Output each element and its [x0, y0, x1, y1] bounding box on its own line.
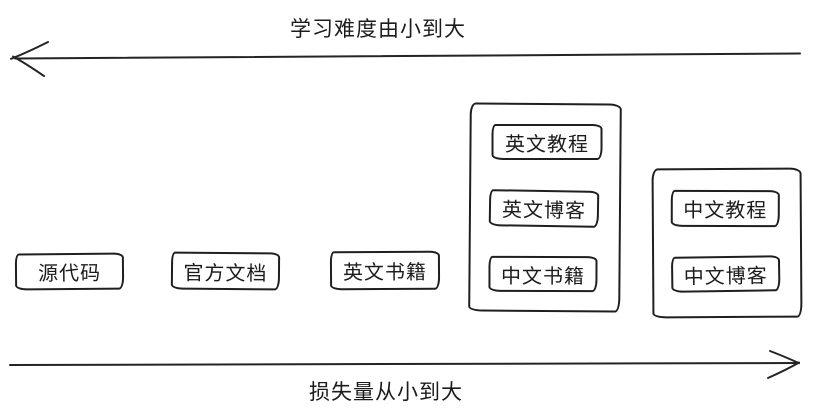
box-english-blogs: 英文博客 — [488, 189, 600, 228]
box-chinese-blogs: 中文博客 — [670, 255, 781, 293]
group-english-resources: 英文教程 英文博客 中文书籍 — [468, 102, 622, 313]
box-english-books: 英文书籍 — [329, 250, 441, 291]
box-chinese-tutorials-label: 中文教程 — [683, 199, 768, 223]
left-arrow — [10, 41, 801, 77]
bottom-axis-label: 损失量从小到大 — [309, 381, 463, 404]
box-official-docs-label: 官方文档 — [183, 262, 268, 285]
box-chinese-tutorials: 中文教程 — [670, 189, 780, 228]
box-english-tutorials: 英文教程 — [491, 123, 603, 161]
group-chinese-resources: 中文教程 中文博客 — [651, 167, 803, 319]
box-chinese-books-label: 中文书籍 — [500, 265, 585, 288]
box-source-code-label: 源代码 — [37, 262, 102, 286]
box-source-code: 源代码 — [14, 252, 125, 291]
right-arrow — [9, 350, 800, 379]
box-official-docs: 官方文档 — [170, 251, 281, 291]
top-axis-label: 学习难度由小到大 — [290, 18, 466, 41]
box-english-tutorials-label: 英文教程 — [505, 133, 590, 156]
box-chinese-books: 中文书籍 — [488, 255, 598, 293]
box-chinese-blogs-label: 中文博客 — [683, 264, 768, 289]
box-english-blogs-label: 英文博客 — [501, 199, 587, 223]
box-english-books-label: 英文书籍 — [342, 261, 428, 285]
